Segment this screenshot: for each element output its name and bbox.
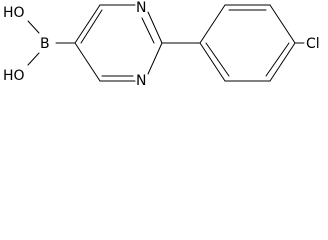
atom-label-ho-top: HO — [3, 5, 25, 21]
atom-label-boron: B — [40, 36, 50, 52]
bond-n3-c2-double — [141, 17, 155, 44]
bond-c2-n1 — [147, 42, 163, 75]
atom-label-ho-bottom: HO — [3, 68, 25, 84]
bond-c4-c4-double — [80, 9, 103, 44]
bond-ph-c6-c1 — [199, 42, 226, 82]
bond-c6-c5 — [74, 42, 101, 82]
molecule-structure: HO HO B N N Cl — [3, 0, 320, 86]
bond-ph-c6-c1-double — [205, 42, 230, 77]
bond-ph-c3-c4 — [269, 4, 296, 44]
bond-ph-c1-c2 — [199, 4, 226, 44]
bond-c5-c4 — [74, 4, 101, 44]
atom-label-nitrogen-top: N — [136, 0, 146, 16]
bond-o-b-bottom — [27, 52, 40, 66]
bond-o-b-top — [27, 20, 40, 34]
atom-label-chlorine: Cl — [306, 36, 320, 52]
atom-label-nitrogen-bottom: N — [136, 73, 146, 86]
bond-n3-c2 — [147, 11, 163, 44]
bond-ph-c4-c5 — [269, 42, 296, 82]
bond-ph-c4-c5-double — [265, 42, 290, 77]
